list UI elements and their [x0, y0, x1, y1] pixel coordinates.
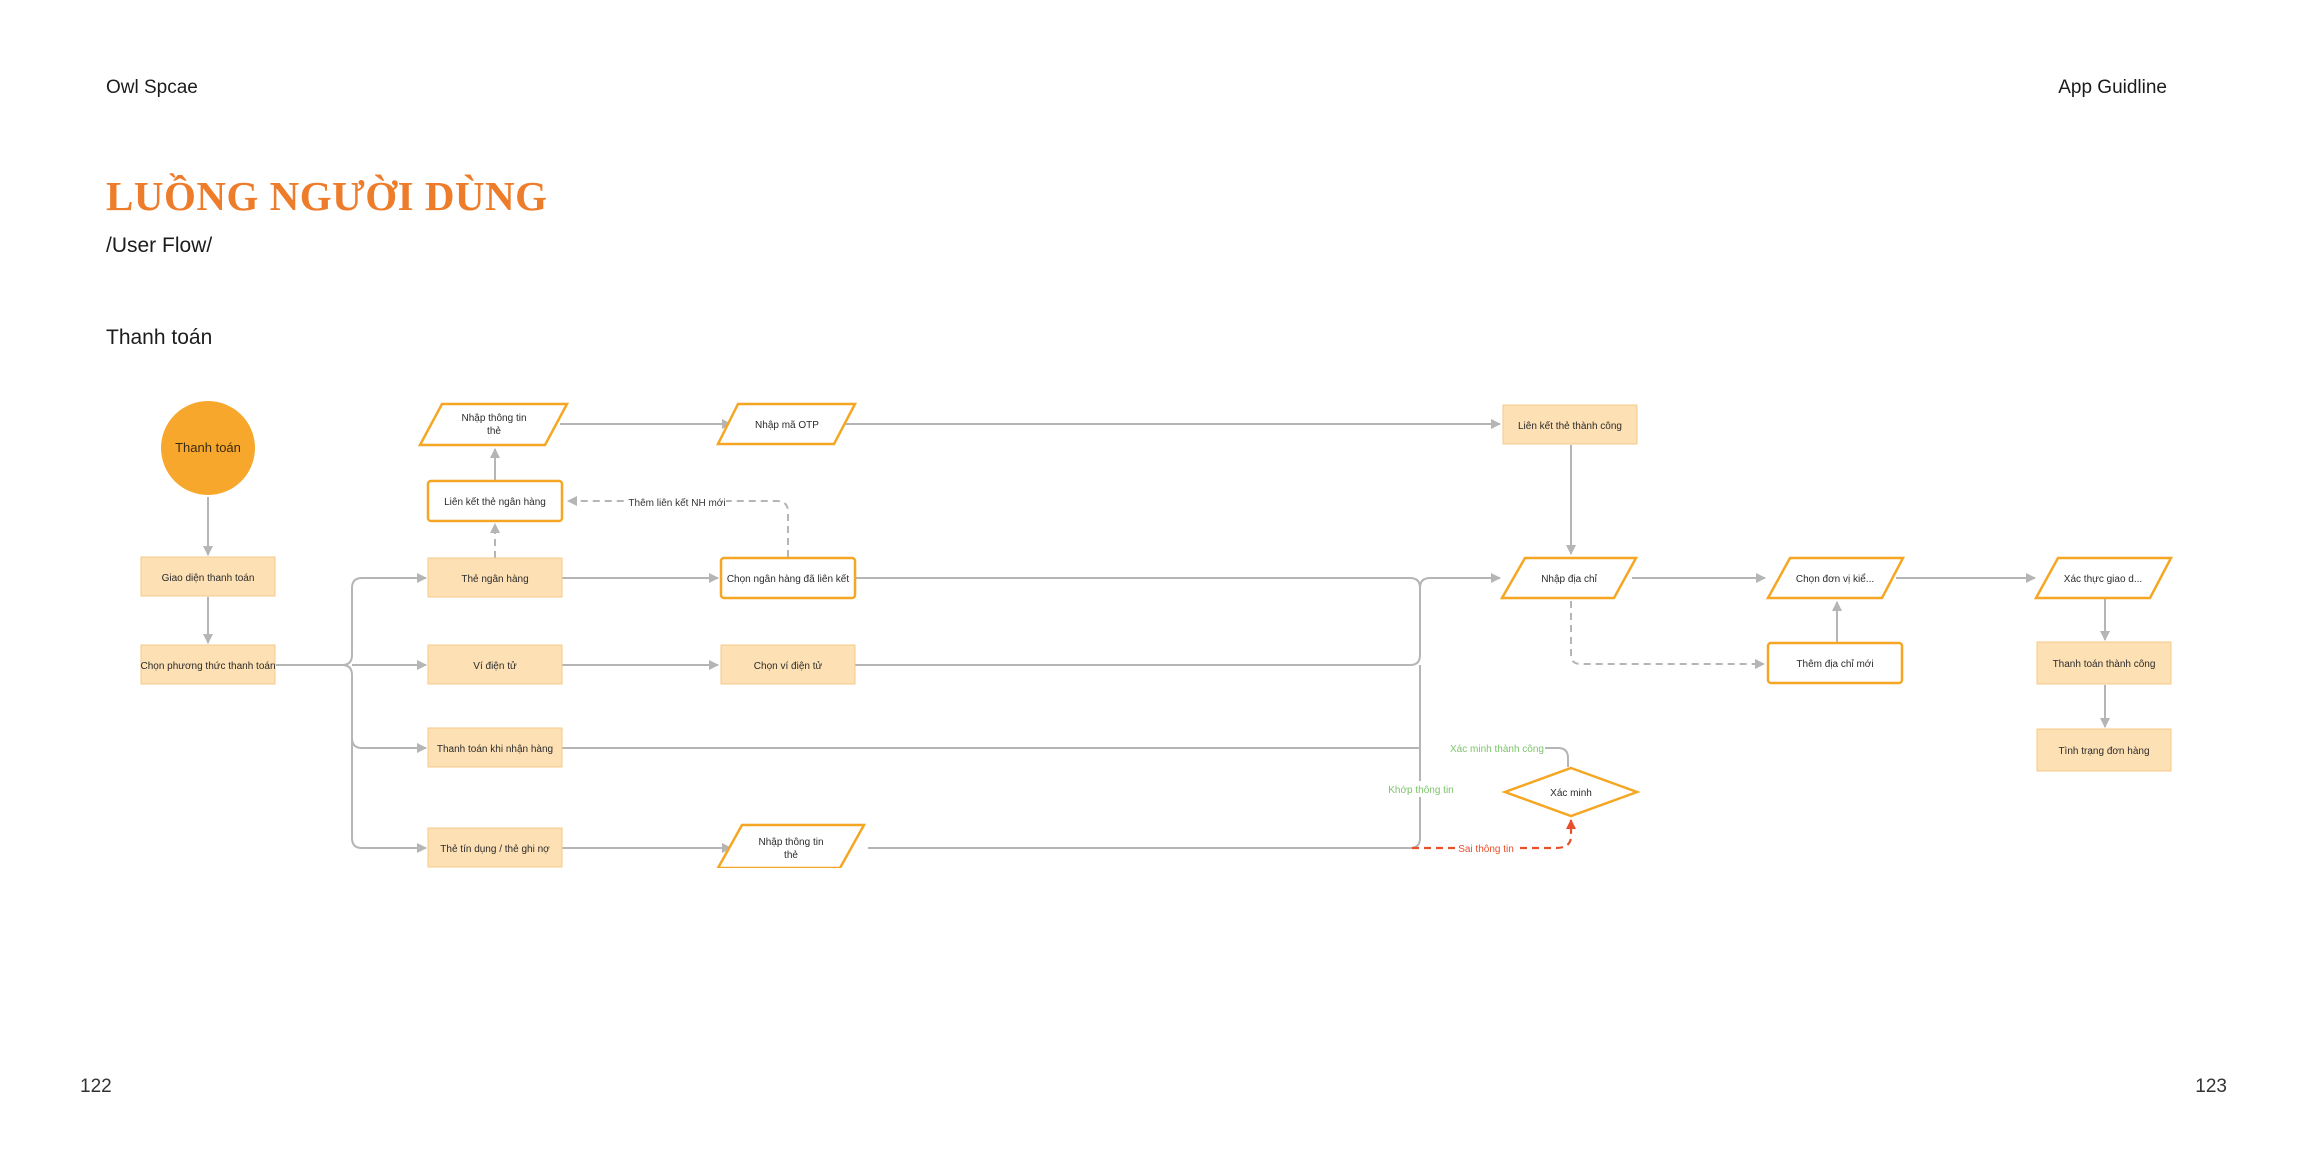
label-verify-success: Xác minh thành công	[1450, 744, 1544, 755]
node-bank-card-label: Thẻ ngân hàng	[461, 574, 528, 585]
node-enter-otp	[715, 402, 858, 446]
node-payment-success	[2036, 641, 2172, 685]
page-number-left: 122	[80, 1076, 112, 1097]
guide-name: App Guidline	[2058, 77, 2167, 98]
node-bank-card	[427, 557, 563, 598]
start-node-label: Thanh toán	[175, 440, 241, 455]
node-choose-wallet-label: Chọn ví điện tử	[754, 660, 823, 672]
node-ewallet-label: Ví điện tử	[473, 660, 517, 672]
node-choose-shipper-label: Chọn đơn vị kiể...	[1796, 573, 1874, 585]
page-title: LUỒNG NGƯỜI DÙNG	[106, 173, 548, 219]
edge-method-to-bank	[341, 573, 427, 666]
node-enter-address	[1499, 556, 1639, 600]
node-choose-method	[140, 644, 276, 685]
node-cod	[427, 727, 563, 768]
node-order-status-label: Tình trạng đơn hàng	[2058, 746, 2149, 757]
node-enter-card-info-2	[716, 823, 867, 868]
node-choose-linked-bank-label: Chọn ngân hàng đã liên kết	[727, 573, 850, 585]
node-credit-card	[427, 827, 563, 868]
label-info-wrong: Sai thông tin	[1458, 844, 1514, 855]
section-title: Thanh toán	[106, 326, 213, 349]
node-cod-label: Thanh toán khi nhận hàng	[437, 744, 553, 755]
label-add-new-bank: Thêm liên kết NH mới	[628, 497, 725, 509]
page-number-right: 123	[2195, 1076, 2227, 1097]
node-add-new-address-label: Thêm địa chỉ mới	[1796, 658, 1873, 670]
edge-choosebank-to-link	[567, 496, 789, 557]
node-add-new-address	[1766, 641, 1904, 685]
page-subtitle: /User Flow/	[106, 234, 213, 257]
edge-method-to-credit	[351, 738, 427, 853]
node-enter-card-info-1-line1: Nhập thông tin	[461, 413, 526, 424]
node-link-bank-card	[426, 479, 564, 523]
edge-merge-to-address	[1419, 573, 1501, 589]
node-payment-interface	[140, 556, 276, 597]
label-info-match: Khớp thông tin	[1388, 785, 1454, 796]
node-enter-otp-label: Nhập mã OTP	[755, 420, 819, 431]
node-enter-card-info-1-line2: thẻ	[487, 426, 501, 437]
node-choose-wallet	[720, 644, 856, 685]
node-choose-linked-bank	[719, 556, 857, 600]
node-enter-card-info-2-line2: thẻ	[784, 850, 798, 861]
node-order-status	[2036, 728, 2172, 772]
node-payment-success-label: Thanh toán thành công	[2053, 659, 2156, 670]
node-choose-method-label: Chọn phương thức thanh toán	[140, 661, 275, 672]
edge-method-to-cod	[341, 664, 427, 753]
brand-name: Owl Spcae	[106, 77, 198, 98]
node-verify-label: Xác minh	[1550, 788, 1592, 799]
node-link-success	[1502, 404, 1638, 445]
node-choose-shipper	[1765, 556, 1906, 600]
node-confirm-transaction	[2033, 556, 2174, 600]
node-verify-decision	[1501, 766, 1641, 818]
edge-choosewallet-merge	[855, 588, 1421, 666]
node-ewallet	[427, 644, 563, 685]
start-node	[161, 401, 255, 495]
node-credit-card-label: Thẻ tín dụng / thẻ ghi nợ	[440, 844, 550, 855]
edge-verify-error	[1412, 819, 1576, 850]
node-payment-interface-label: Giao diện thanh toán	[162, 573, 255, 584]
node-link-success-label: Liên kết thẻ thành công	[1518, 420, 1622, 432]
node-enter-address-label: Nhập địa chỉ	[1541, 573, 1597, 585]
edge-choosebank-to-address	[855, 577, 1421, 589]
edge-address-to-newaddress	[1570, 601, 1765, 669]
node-link-bank-card-label: Liên kết thẻ ngân hàng	[444, 496, 546, 508]
node-enter-card-info-1	[417, 402, 570, 447]
edge-verify-success	[1540, 747, 1569, 767]
node-enter-card-info-2-line1: Nhập thông tin	[758, 837, 823, 848]
edge-verify-merge-trunk	[868, 665, 1421, 849]
node-confirm-transaction-label: Xác thực giao d...	[2064, 574, 2142, 585]
